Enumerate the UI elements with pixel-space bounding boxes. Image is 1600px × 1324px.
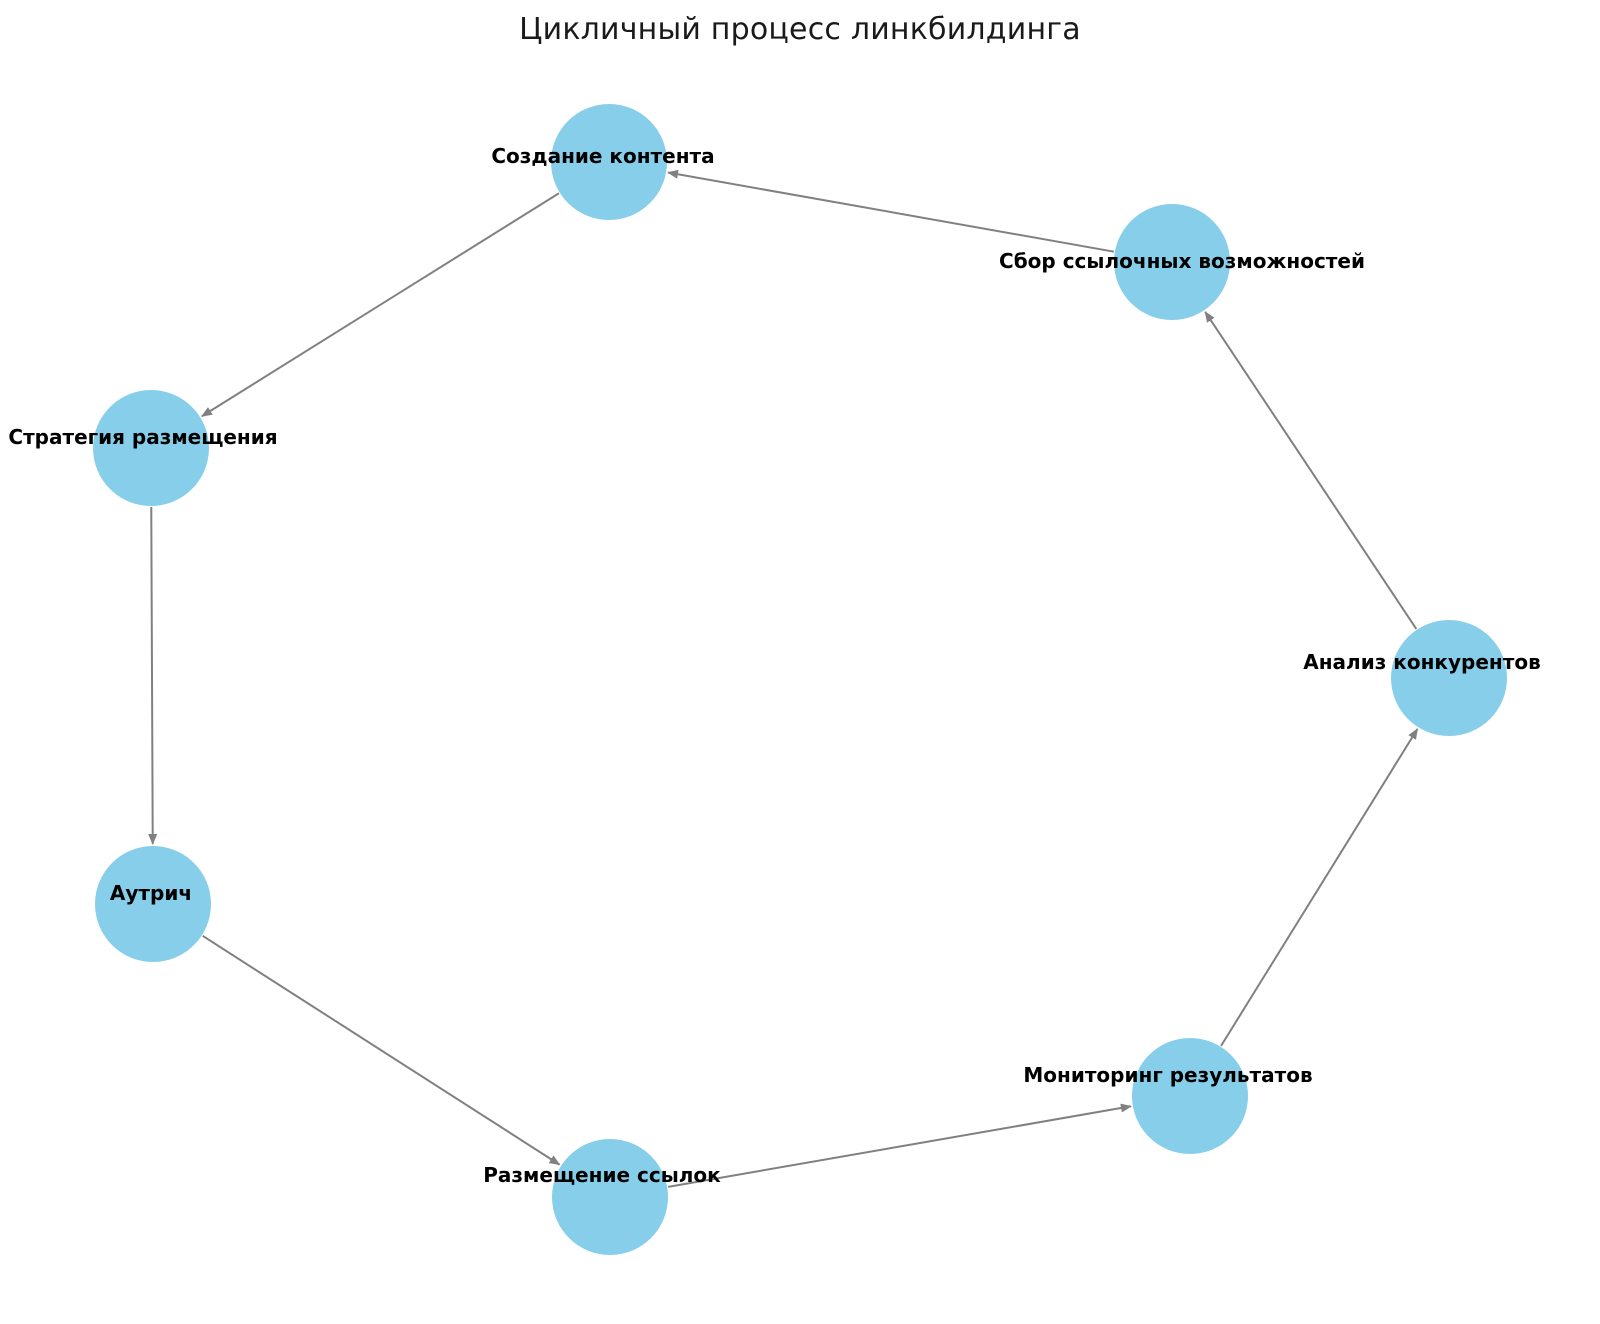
node-placement[interactable] (552, 1139, 668, 1255)
edge-placement-to-monitoring (667, 1103, 1132, 1188)
edges-layer (148, 169, 1419, 1188)
edge-competitors-to-opportunity (1204, 311, 1418, 630)
node-opportunity[interactable] (1114, 204, 1230, 320)
page-title: Цикличный процесс линкбилдинга (519, 12, 1081, 47)
node-competitors[interactable] (1391, 620, 1507, 736)
node-content[interactable] (551, 104, 667, 220)
nodes-layer (93, 104, 1507, 1255)
edge-outreach-to-placement (202, 935, 561, 1166)
edge-monitoring-to-competitors (1220, 728, 1419, 1047)
node-monitoring[interactable] (1132, 1038, 1248, 1154)
edge-strategy-to-outreach (148, 506, 158, 846)
edge-content-to-strategy (201, 192, 560, 418)
node-outreach[interactable] (95, 846, 211, 962)
edge-opportunity-to-content (667, 169, 1115, 253)
node-strategy[interactable] (93, 390, 209, 506)
